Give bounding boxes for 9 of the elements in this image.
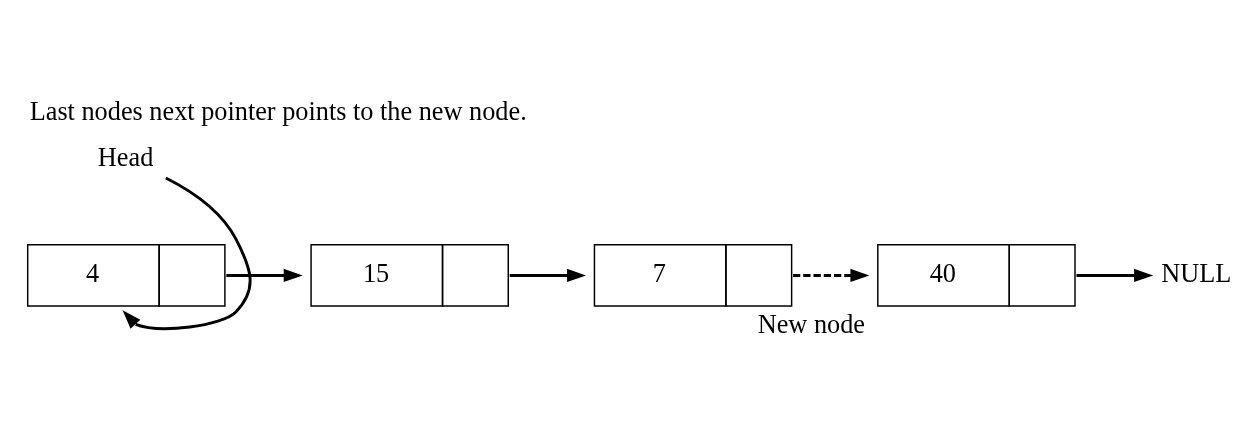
diagram-title: Last nodes next pointer points to the new node.: [29, 96, 527, 126]
node-label: New node: [757, 309, 865, 339]
arrow: [793, 268, 870, 282]
arrow: [509, 268, 587, 282]
arrow: [1076, 268, 1154, 282]
arrow: [226, 268, 303, 282]
node-text: NULL: [1161, 258, 1232, 288]
node-text: Head: [97, 142, 154, 172]
arrow: [122, 176, 252, 330]
